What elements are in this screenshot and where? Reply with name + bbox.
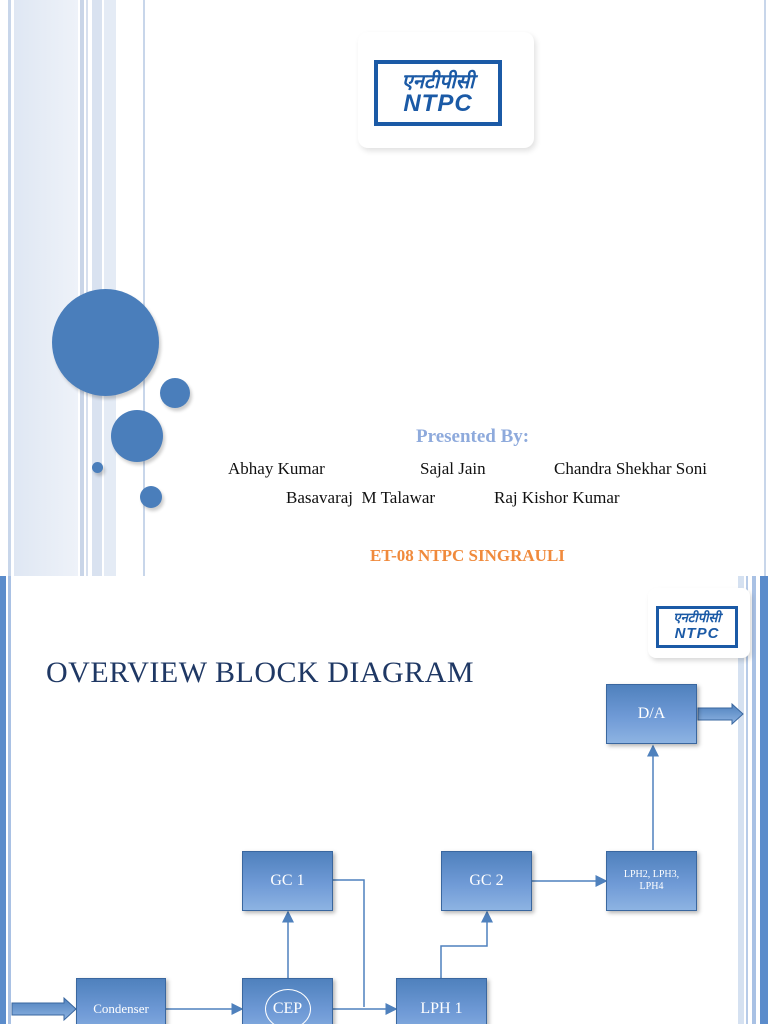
decor-stripe xyxy=(86,0,88,576)
diagram-connectors xyxy=(11,702,744,1022)
decor-bar xyxy=(0,576,6,1024)
decor-stripe xyxy=(80,0,84,576)
presenter-name: Chandra Shekhar Soni xyxy=(554,459,707,478)
slide-title: OVERVIEW BLOCK DIAGRAM xyxy=(46,656,475,689)
gc1-block: GC 1 xyxy=(242,851,333,911)
decor-circle xyxy=(160,378,190,408)
lph1-label: LPH 1 xyxy=(420,1000,463,1017)
decor-bar xyxy=(8,576,11,1024)
presenter-name: Raj Kishor Kumar xyxy=(494,488,620,507)
decor-circle-large xyxy=(52,289,159,396)
batch-label: ET-08 NTPC SINGRAULI xyxy=(370,546,565,565)
decor-bar xyxy=(760,576,768,1024)
presenter-name: Basavaraj M Talawar xyxy=(286,488,436,507)
ntpc-logo: एनटीपीसी NTPC xyxy=(374,60,502,126)
logo-hindi-text: एनटीपीसी xyxy=(673,611,721,626)
input-arrow xyxy=(11,996,77,1022)
presented-by-label: Presented By: xyxy=(416,426,530,447)
da-label: D/A xyxy=(637,705,666,722)
decor-stripe xyxy=(8,0,11,576)
lph1-block: LPH 1 xyxy=(396,978,487,1024)
logo-english-text: NTPC xyxy=(674,625,720,642)
decor-bar xyxy=(752,576,756,1024)
presenter-name: Abhay Kumar xyxy=(228,459,325,478)
cep-label: CEP xyxy=(264,989,311,1024)
decor-circle xyxy=(140,486,162,508)
ntpc-logo-card: एनटीपीसी NTPC xyxy=(648,588,750,658)
connector-lph1-gc2 xyxy=(440,910,493,978)
condenser-label: Condenser xyxy=(93,1001,149,1016)
decor-stripe xyxy=(143,0,145,576)
output-arrow xyxy=(697,702,744,726)
ntpc-logo: एनटीपीसी NTPC xyxy=(656,606,738,648)
lph234-label: LPH2, LPH3, LPH4 xyxy=(623,869,680,892)
block-diagram-slide: OVERVIEW BLOCK DIAGRAM एनटीपीसी NTPC xyxy=(0,576,768,1024)
gc2-label: GC 2 xyxy=(469,872,504,889)
logo-hindi-text: एनटीपीसी xyxy=(401,69,475,93)
connector-gc1-lph1 xyxy=(333,879,365,1007)
title-slide: एनटीपीसी NTPC Presented By: Abhay Kumar … xyxy=(8,0,766,576)
gc2-block: GC 2 xyxy=(441,851,532,911)
presenter-name: Sajal Jain xyxy=(420,459,486,478)
decor-stripe xyxy=(764,0,766,576)
da-block: D/A xyxy=(606,684,697,744)
decor-stripe xyxy=(104,0,116,576)
cep-block: CEP xyxy=(242,978,333,1024)
ntpc-logo-card: एनटीपीसी NTPC xyxy=(358,32,534,148)
gc1-label: GC 1 xyxy=(270,872,305,889)
decor-bar xyxy=(738,576,744,1024)
decor-bar xyxy=(746,576,748,1024)
condenser-block: Condenser xyxy=(76,978,166,1024)
decor-circle-small xyxy=(92,462,103,473)
lph234-block: LPH2, LPH3, LPH4 xyxy=(606,851,697,911)
decor-circle xyxy=(111,410,163,462)
decor-stripe xyxy=(92,0,102,576)
decor-stripe xyxy=(14,0,78,576)
logo-english-text: NTPC xyxy=(403,90,473,117)
